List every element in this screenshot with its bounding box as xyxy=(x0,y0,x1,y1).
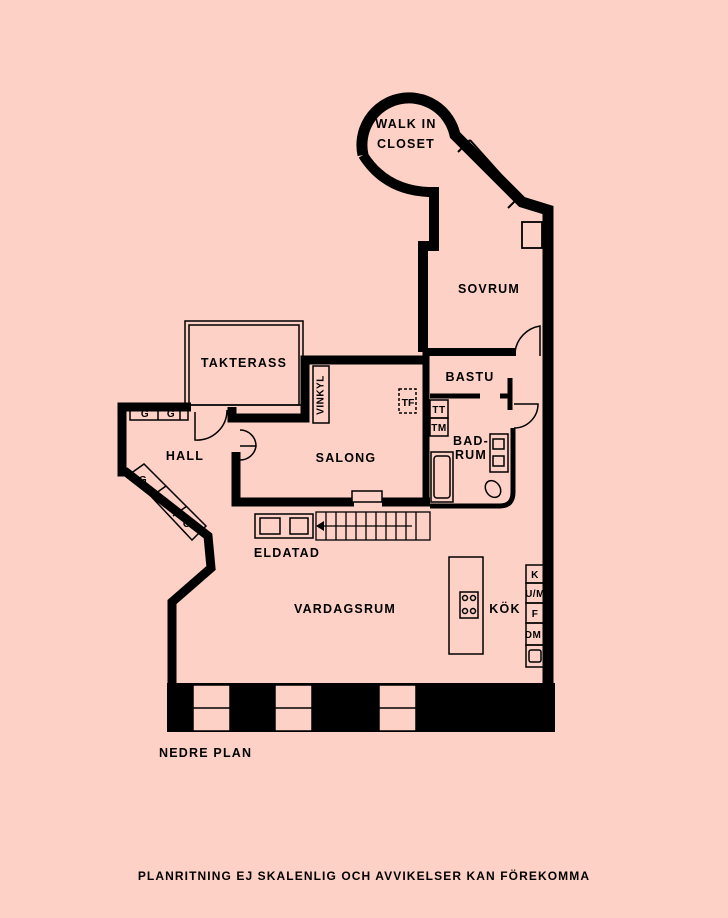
wardrobe-label: G xyxy=(167,409,175,420)
um-label: U/M xyxy=(525,589,545,600)
disclaimer: PLANRITNING EJ SKALENLIG OCH AVVIKELSER … xyxy=(138,868,590,883)
main-walls xyxy=(117,348,554,690)
salong-fixtures xyxy=(312,365,417,424)
window-wall xyxy=(167,490,555,732)
k-label: K xyxy=(531,570,539,581)
stair-arrow-icon xyxy=(316,521,324,531)
doors xyxy=(194,325,541,461)
wardrobe-label: G xyxy=(183,519,191,530)
vardagsrum-label: VARDAGSRUM xyxy=(294,602,396,616)
dm-label: DM xyxy=(525,630,542,641)
badrum-label: BAD- xyxy=(453,434,489,448)
sovrum-label: SOVRUM xyxy=(458,282,520,296)
level-label: NEDRE PLAN xyxy=(159,746,252,760)
wardrobe-label: G xyxy=(141,409,149,420)
eldatad-label: ELDATAD xyxy=(254,546,320,560)
salong-label: SALONG xyxy=(316,451,377,465)
walk-in-closet-label: WALK IN xyxy=(375,117,436,131)
walk-in-closet-label: CLOSET xyxy=(377,137,435,151)
kok-label: KÖK xyxy=(489,601,520,616)
vinkyl-label: VINKYL xyxy=(316,375,327,415)
hall-wardrobes xyxy=(128,405,208,542)
kitchen-counter xyxy=(525,564,545,668)
wardrobe-label: G xyxy=(161,497,169,508)
wardrobe-label: G xyxy=(139,475,147,486)
takterass-label: TAKTERASS xyxy=(201,356,287,370)
hall-label: HALL xyxy=(166,449,204,463)
f-label: F xyxy=(532,609,539,620)
bathroom-fixtures xyxy=(429,399,509,503)
fireplace xyxy=(254,513,314,539)
kitchen-island xyxy=(448,556,484,655)
bastu-label: BASTU xyxy=(445,370,494,384)
bedroom-wing-walls xyxy=(356,92,554,352)
staircase xyxy=(315,511,431,541)
badrum-label: RUM xyxy=(455,448,487,462)
tm-label: TM xyxy=(431,423,446,434)
tt-label: TT xyxy=(432,405,445,416)
tf-label: TF xyxy=(402,397,415,409)
